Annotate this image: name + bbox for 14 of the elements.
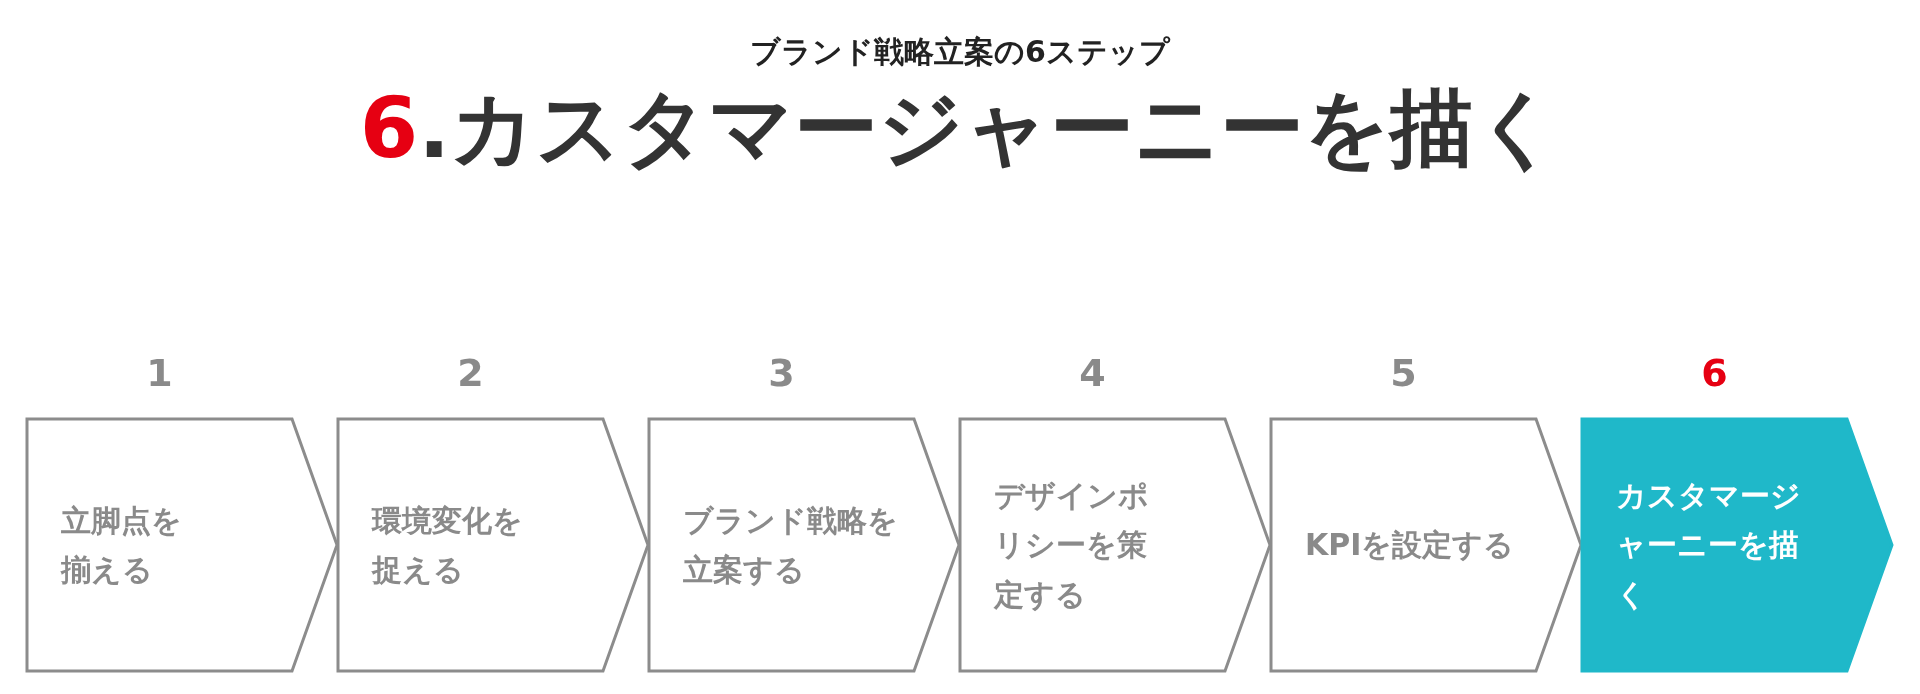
subtitle: ブランド戦略立案の6ステップ — [749, 33, 1172, 71]
step-label: KPIを設定する — [1305, 526, 1516, 565]
title: 6.カスタマージャーニーを描く — [358, 82, 1562, 175]
step-number: 4 — [1078, 351, 1107, 395]
step-number: 1 — [145, 351, 174, 395]
step-number: 2 — [456, 351, 485, 395]
step-label: カスタマージャーニーを描く — [1616, 476, 1802, 614]
step-label: 立脚点を揃える — [61, 501, 183, 589]
step-number: 5 — [1389, 351, 1418, 395]
step-label: ブランド戦略を立案する — [683, 501, 899, 589]
step-number: 3 — [767, 351, 796, 395]
step-label: デザインポリシーを策定する — [994, 476, 1150, 614]
step-number: 6 — [1700, 351, 1729, 395]
step-label: 環境変化を捉える — [372, 501, 524, 589]
